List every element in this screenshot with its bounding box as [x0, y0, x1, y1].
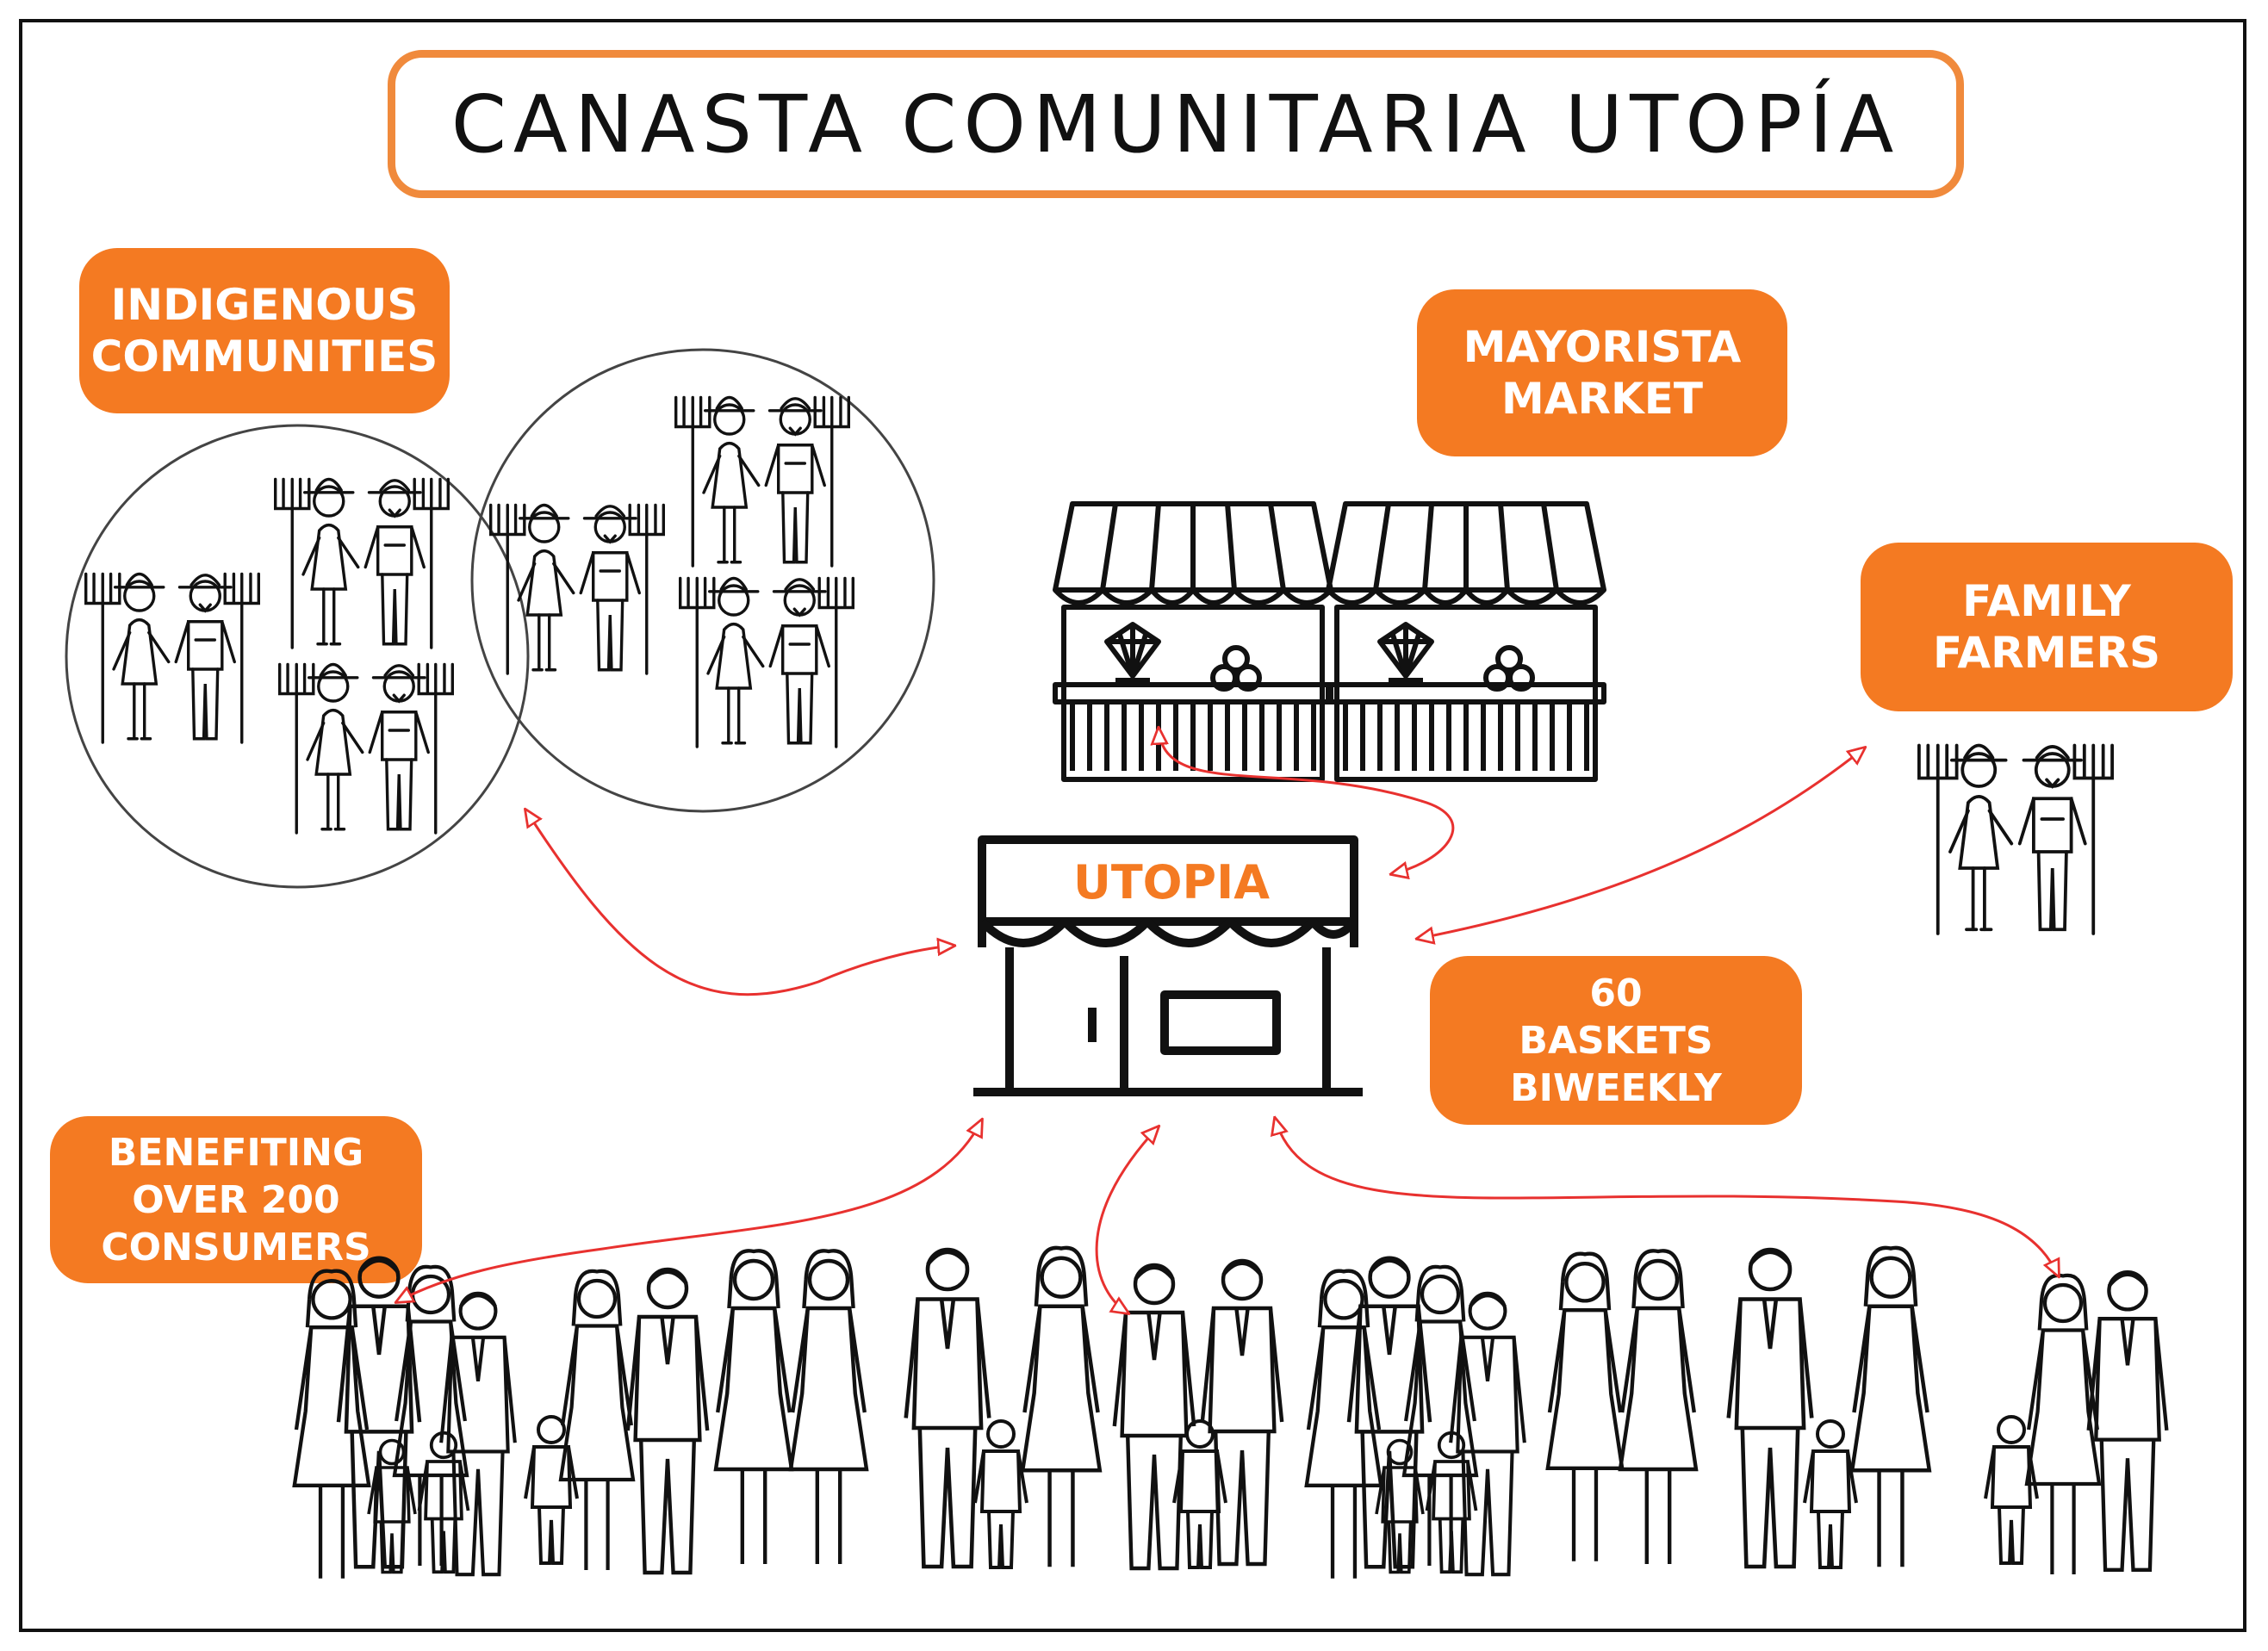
- family-group-icon: [295, 1258, 515, 1579]
- arrow-communities-utopia: [525, 810, 954, 996]
- family-group-icon: [906, 1248, 1100, 1569]
- page-title: CANASTA COMUNITARIA UTOPÍA: [450, 78, 1901, 171]
- farmer-couple-icon: [679, 576, 854, 748]
- indigenous-communities-label: INDIGENOUS COMMUNITIES: [79, 248, 450, 413]
- family-group-icon: [1984, 1272, 2166, 1574]
- family-group-icon: [1115, 1261, 1282, 1568]
- diagram-frame: [19, 19, 2246, 1632]
- label-line: BASKETS: [1519, 1018, 1713, 1063]
- market-stall-icon: [1055, 504, 1331, 779]
- arrow-utopia-consumers-right: [1275, 1118, 2059, 1276]
- label-line: FAMILY: [1962, 576, 2131, 626]
- farmer-couple-icon: [84, 572, 260, 744]
- label-line: 60: [1589, 971, 1643, 1015]
- family-group-icon: [1307, 1258, 1525, 1579]
- shop-name: UTOPIA: [1072, 855, 1271, 909]
- family-group-icon: [1729, 1248, 1929, 1569]
- community-circle-left: [65, 424, 530, 889]
- family-group-icon: [524, 1269, 707, 1573]
- label-line: INDIGENOUS: [110, 280, 419, 330]
- label-line: MARKET: [1501, 374, 1703, 424]
- label-line: COMMUNITIES: [90, 332, 438, 382]
- farmer-couple-icon: [274, 477, 450, 649]
- family-group-icon: [1548, 1251, 1696, 1564]
- farmer-couple-icon: [674, 395, 850, 568]
- family-farmers-label: FAMILY FARMERS: [1861, 543, 2233, 711]
- arrow-utopia-consumers-left: [396, 1120, 982, 1302]
- label-line: BENEFITING: [108, 1130, 364, 1175]
- farmer-couple-icon: [1917, 743, 2115, 935]
- market-stall-icon: [1328, 504, 1604, 779]
- label-line: BIWEEKLY: [1510, 1065, 1722, 1110]
- label-line: CONSUMERS: [101, 1225, 371, 1269]
- arrow-utopia-consumers-center: [1095, 1127, 1159, 1313]
- family-group-icon: [716, 1251, 867, 1564]
- benefiting-consumers-label: BENEFITING OVER 200 CONSUMERS: [50, 1116, 422, 1283]
- community-circle-right: [470, 348, 935, 813]
- label-line: FARMERS: [1932, 628, 2161, 678]
- arrow-farmers-utopia: [1417, 748, 1865, 939]
- baskets-biweekly-label: 60 BASKETS BIWEEKLY: [1430, 956, 1802, 1125]
- label-line: MAYORISTA: [1463, 322, 1742, 372]
- label-line: OVER 200: [132, 1177, 340, 1222]
- farmer-couple-icon: [278, 662, 454, 835]
- title-box: CANASTA COMUNITARIA UTOPÍA: [388, 50, 1964, 198]
- mayorista-market-label: MAYORISTA MARKET: [1417, 289, 1787, 456]
- farmer-couple-icon: [489, 503, 665, 675]
